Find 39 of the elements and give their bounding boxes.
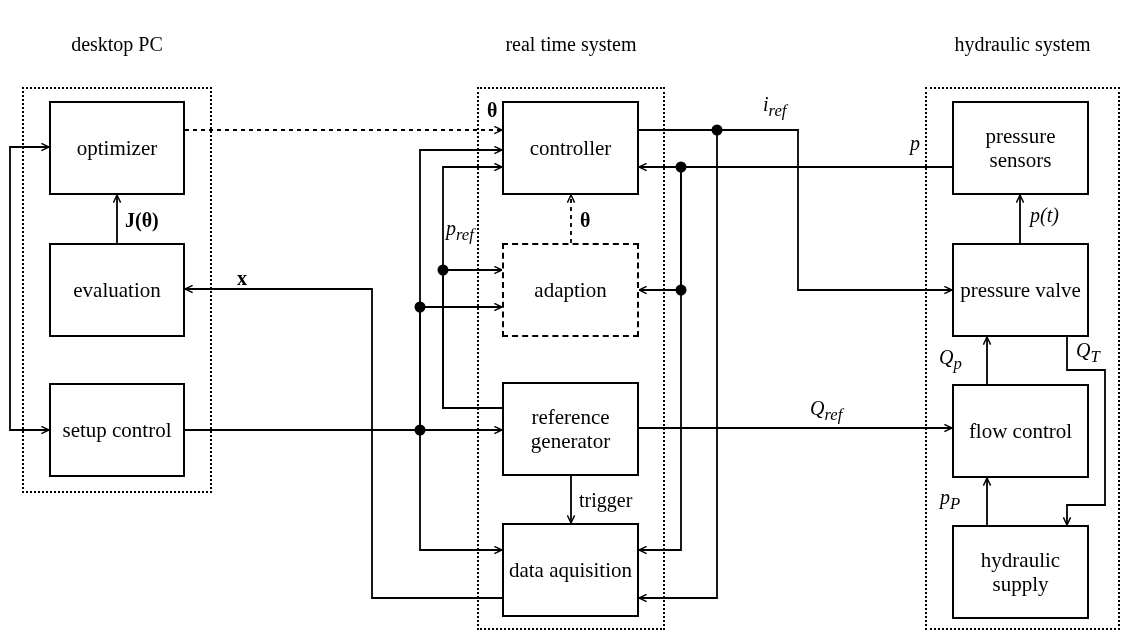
arrow: [1062, 336, 1106, 526]
process-box: reference generator: [502, 382, 639, 476]
arrow: [982, 336, 992, 385]
dashed-process-box: adaption: [502, 243, 639, 337]
process-box: hydraulic supply: [952, 525, 1089, 619]
edge-label: Q$_{p}$: [939, 347, 962, 373]
edge-label: trigger: [579, 490, 633, 510]
process-box: controller: [502, 101, 639, 195]
edge-label: p$_{ref}$: [446, 218, 474, 244]
arrow: [638, 423, 953, 433]
group-title: desktop PC: [70, 33, 164, 56]
process-box: pressure sensors: [952, 101, 1089, 195]
edge-label: i$_{ref}$: [763, 94, 787, 120]
edge-label: x: [237, 268, 247, 288]
arrow: [982, 477, 992, 526]
arrow: [1015, 194, 1025, 244]
edge-label: p: [910, 133, 920, 153]
arrow: [9, 142, 50, 435]
process-box: setup control: [49, 383, 185, 477]
edge-label: Q$_{ref}$: [810, 398, 843, 424]
edge-label: θ: [487, 100, 498, 120]
edge-label: p$_{P}$: [940, 487, 961, 513]
edge-label: Q$_{T}$: [1076, 340, 1100, 366]
process-box: pressure valve: [952, 243, 1089, 337]
arrow: [184, 284, 503, 599]
arrow: [184, 125, 503, 135]
process-box: data aquisition: [502, 523, 639, 617]
arrow: [442, 265, 503, 409]
arrow: [566, 194, 576, 244]
process-box: optimizer: [49, 101, 185, 195]
group-title: hydraulic system: [953, 33, 1092, 56]
edge-label: J(θ): [125, 210, 159, 230]
edge-label: θ: [580, 210, 591, 230]
edge-label: p(t): [1030, 205, 1059, 225]
group-title: real time system: [504, 33, 638, 56]
process-box: flow control: [952, 384, 1089, 478]
process-box: evaluation: [49, 243, 185, 337]
arrow: [112, 194, 122, 244]
arrow: [566, 475, 576, 524]
